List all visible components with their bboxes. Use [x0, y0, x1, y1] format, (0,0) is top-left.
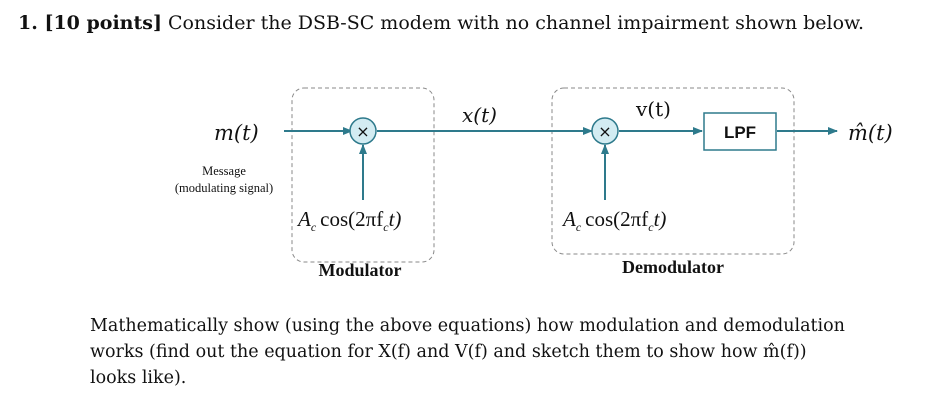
demodulator-title: Demodulator	[622, 257, 724, 277]
question-heading: 1. [10 points] Consider the DSB-SC modem…	[18, 12, 864, 34]
instructions-paragraph: Mathematically show (using the above equ…	[90, 313, 910, 391]
input-note-line1: Message	[202, 164, 246, 178]
demodulator-carrier-amplitude: A	[561, 207, 576, 231]
demodulator-mixer-symbol: ×	[598, 122, 611, 141]
modulator-carrier-freq-sub: c	[383, 220, 389, 234]
channel-signal-label: x(t)	[462, 103, 497, 127]
demodulator-dashed-box	[551, 87, 795, 255]
demodulator-carrier-cos: cos(2πf	[585, 207, 648, 231]
instructions-line-2: works (find out the equation for X(f) an…	[90, 342, 807, 362]
modulator-mixer: ×	[349, 117, 377, 145]
modulator-carrier-amplitude: A	[296, 207, 311, 231]
modulator-carrier-amplitude-sub: c	[311, 220, 317, 234]
lpf-label: LPF	[724, 123, 756, 142]
input-signal-label: m(t)	[214, 121, 259, 145]
input-note-line2: (modulating signal)	[175, 181, 273, 195]
modulator-carrier-cos: cos(2πf	[320, 207, 383, 231]
demodulator-mixer: ×	[591, 117, 619, 145]
question-text: Consider the DSB-SC modem with no channe…	[168, 12, 865, 34]
modulator-dashed-box	[291, 87, 435, 263]
output-signal-label: m̂(t)	[848, 121, 893, 145]
demodulator-carrier-amplitude-sub: c	[576, 220, 582, 234]
question-number: 1. [10 points]	[18, 12, 162, 34]
demodulator-carrier-freq-sub: c	[648, 220, 654, 234]
modulator-carrier-t: t)	[389, 207, 402, 231]
instructions-line-1: Mathematically show (using the above equ…	[90, 316, 845, 336]
modulator-mixer-symbol: ×	[356, 122, 369, 141]
modulator-title: Modulator	[319, 260, 402, 280]
demodulated-signal-label: v(t)	[635, 97, 671, 121]
dsb-sc-block-diagram: × × LPF m(t) Message (modulating signal)…	[175, 87, 893, 280]
demodulator-carrier-t: t)	[654, 207, 667, 231]
instructions-line-3: looks like).	[90, 368, 187, 388]
lpf-block: LPF	[703, 112, 777, 151]
